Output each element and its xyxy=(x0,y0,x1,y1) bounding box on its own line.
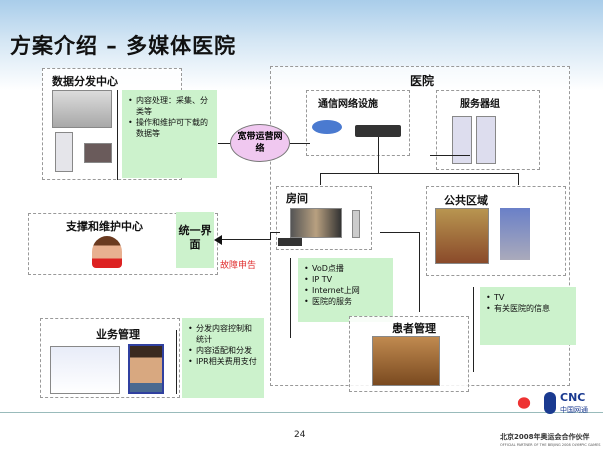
support-center-title: 支撑和维护中心 xyxy=(66,220,143,233)
note-item: VoD点播 xyxy=(304,263,387,274)
unified-interface-label: 统一界面 xyxy=(176,212,214,268)
note-item: Internet上网 xyxy=(304,285,387,296)
server-icon xyxy=(476,116,496,164)
note-item: 医院的服务 xyxy=(304,296,387,307)
comm-facility-title: 通信网络设施 xyxy=(318,99,378,110)
data-center-title: 数据分发中心 xyxy=(52,75,118,88)
partner-text-en: OFFICIAL PARTNER OF THE BEIJING 2008 OLY… xyxy=(500,443,601,447)
server-icon xyxy=(452,116,472,164)
business-person-photo xyxy=(128,344,164,394)
business-mgmt-title: 业务管理 xyxy=(96,328,140,341)
public-area-notes: TV 有关医院的信息 xyxy=(480,287,576,345)
hospital-title: 医院 xyxy=(410,74,435,88)
kiosk-icon xyxy=(500,208,530,260)
public-area-title: 公共区域 xyxy=(444,194,488,207)
public-tv-image xyxy=(435,208,489,264)
patient-lobby-image xyxy=(372,336,440,386)
cnc-brand: CNC xyxy=(560,391,586,404)
note-item: 分发内容控制和统计 xyxy=(188,323,258,345)
note-item: 操作和维护可下载的数据等 xyxy=(128,117,211,139)
cnc-logo-icon xyxy=(544,392,556,414)
data-center-notes: 内容处理：采集、分类等 操作和维护可下载的数据等 xyxy=(122,90,217,178)
laptop-icon xyxy=(84,143,112,163)
switch-icon xyxy=(355,125,401,137)
tv-image xyxy=(290,208,342,238)
server-group-title: 服务器组 xyxy=(460,99,500,110)
note-item: 内容处理：采集、分类等 xyxy=(128,95,211,117)
patient-mgmt-title: 患者管理 xyxy=(392,322,436,335)
olympic-emblem-logo xyxy=(510,390,538,416)
room-notes: VoD点播 IP TV Internet上网 医院的服务 xyxy=(298,258,393,322)
note-item: IP TV xyxy=(304,274,387,285)
remote-control-icon xyxy=(352,210,360,238)
report-screenshot-image xyxy=(50,346,120,394)
page-number: 24 xyxy=(294,430,306,440)
note-item: TV xyxy=(486,292,570,303)
note-item: 有关医院的信息 xyxy=(486,303,570,314)
server-tower-icon xyxy=(55,132,73,172)
broadband-network-cloud: 宽带运营网络 xyxy=(230,124,290,162)
room-title: 房间 xyxy=(286,192,308,205)
workstation-image xyxy=(52,90,112,128)
support-agent-avatar xyxy=(92,236,122,268)
router-icon xyxy=(312,120,342,134)
set-top-box-icon xyxy=(278,238,302,246)
note-item: 内容适配和分发 xyxy=(188,345,258,356)
cnc-brand-cn: 中国网通 xyxy=(560,406,588,414)
partner-text: 北京2008年奥运会合作伙伴 xyxy=(500,433,590,441)
note-item: IPR相关费用支付 xyxy=(188,356,258,367)
business-notes: 分发内容控制和统计 内容适配和分发 IPR相关费用支付 xyxy=(182,318,264,398)
fault-report-label: 故障申告 xyxy=(220,261,257,271)
page-title: 方案介绍 – 多媒体医院 xyxy=(10,34,237,58)
